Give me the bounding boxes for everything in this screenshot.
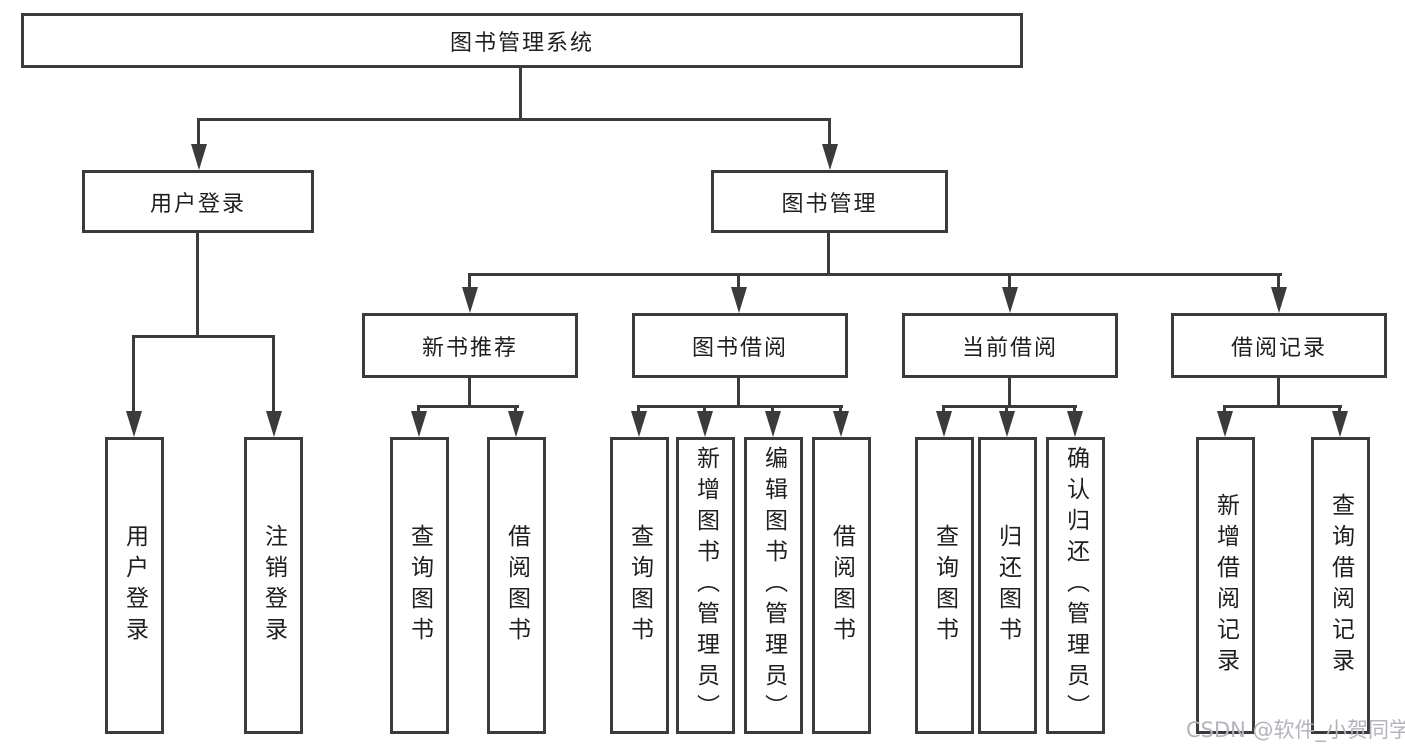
leaf-recommend-query-books: 查询图书: [390, 437, 449, 734]
connector-line: [942, 405, 945, 414]
arrow-down-icon: [411, 411, 427, 437]
node-label: 图书管理: [781, 191, 878, 217]
arrow-down-icon: [126, 411, 142, 437]
node-current-borrowing: 当前借阅: [902, 313, 1118, 378]
connector-line: [196, 233, 199, 337]
connector-line: [1223, 405, 1226, 414]
connector-line: [1277, 378, 1280, 408]
leaf-current-confirm-return-admin: 确认归还（管理员）: [1046, 437, 1105, 734]
leaf-logout-login: 注销登录: [244, 437, 303, 734]
leaf-records-query-borrow-record: 查询借阅记录: [1311, 437, 1370, 734]
connector-line: [637, 405, 640, 414]
connector-line: [1277, 273, 1280, 289]
leaf-label: 注销登录: [260, 523, 287, 648]
connector-line: [132, 335, 275, 338]
arrow-down-icon: [508, 411, 524, 437]
arrow-down-icon: [191, 144, 207, 170]
node-label: 图书管理系统: [449, 30, 594, 56]
arrow-down-icon: [1332, 411, 1348, 437]
leaf-label: 查询图书: [931, 523, 958, 648]
connector-line: [839, 405, 842, 414]
connector-line: [514, 405, 517, 414]
connector-line: [197, 118, 200, 146]
connector-line: [828, 118, 831, 146]
arrow-down-icon: [1217, 411, 1233, 437]
arrow-down-icon: [999, 411, 1015, 437]
arrow-down-icon: [731, 287, 747, 313]
leaf-label: 查询借阅记录: [1327, 492, 1354, 679]
connector-line: [468, 273, 1282, 276]
node-new-book-recommendation: 新书推荐: [362, 313, 578, 378]
connector-line: [519, 68, 522, 120]
leaf-user-login: 用户登录: [105, 437, 164, 734]
connector-line: [468, 378, 471, 408]
leaf-label: 编辑图书（管理员）: [760, 446, 787, 725]
connector-line: [1005, 405, 1008, 414]
leaf-label: 归还图书: [994, 523, 1021, 648]
node-book-borrowing: 图书借阅: [632, 313, 848, 378]
arrow-down-icon: [1271, 287, 1287, 313]
connector-line: [942, 405, 1077, 408]
connector-line: [468, 273, 471, 289]
node-label: 当前借阅: [961, 335, 1058, 361]
node-user-login: 用户登录: [82, 170, 314, 233]
connector-line: [1338, 405, 1341, 414]
connector-line: [1073, 405, 1076, 414]
connector-line: [197, 118, 831, 121]
leaf-label: 查询图书: [626, 523, 653, 648]
node-book-management: 图书管理: [711, 170, 948, 233]
connector-line: [1008, 273, 1011, 289]
connector-line: [1223, 405, 1342, 408]
node-label: 新书推荐: [421, 335, 518, 361]
leaf-label: 借阅图书: [503, 523, 530, 648]
leaf-current-return-books: 归还图书: [978, 437, 1037, 734]
node-label: 图书借阅: [691, 335, 788, 361]
leaf-label: 借阅图书: [828, 523, 855, 648]
arrow-down-icon: [697, 411, 713, 437]
arrow-down-icon: [833, 411, 849, 437]
leaf-records-add-borrow-record: 新增借阅记录: [1196, 437, 1255, 734]
connector-line: [417, 405, 420, 414]
arrow-down-icon: [1002, 287, 1018, 313]
connector-line: [272, 335, 275, 413]
arrow-down-icon: [462, 287, 478, 313]
connector-line: [771, 405, 774, 414]
leaf-label: 用户登录: [121, 523, 148, 648]
arrow-down-icon: [266, 411, 282, 437]
connector-line: [703, 405, 706, 414]
leaf-borrowing-edit-books-admin: 编辑图书（管理员）: [744, 437, 803, 734]
leaf-borrowing-add-books-admin: 新增图书（管理员）: [676, 437, 735, 734]
leaf-recommend-borrow-books: 借阅图书: [487, 437, 546, 734]
node-library-management-system: 图书管理系统: [21, 13, 1023, 68]
arrow-down-icon: [822, 144, 838, 170]
csdn-watermark: CSDN @软件_小贺同学: [1186, 718, 1405, 742]
node-label: 用户登录: [149, 191, 246, 217]
leaf-label: 查询图书: [406, 523, 433, 648]
connector-line: [637, 405, 843, 408]
arrow-down-icon: [936, 411, 952, 437]
connector-line: [737, 273, 740, 289]
connector-line: [132, 335, 135, 413]
leaf-label: 确认归还（管理员）: [1062, 446, 1089, 725]
node-label: 借阅记录: [1230, 335, 1327, 361]
connector-line: [827, 233, 830, 275]
leaf-label: 新增图书（管理员）: [692, 446, 719, 725]
arrow-down-icon: [1067, 411, 1083, 437]
node-borrowing-records: 借阅记录: [1171, 313, 1387, 378]
arrow-down-icon: [765, 411, 781, 437]
leaf-current-query-books: 查询图书: [915, 437, 974, 734]
connector-line: [1008, 378, 1011, 408]
leaf-borrowing-borrow-books: 借阅图书: [812, 437, 871, 734]
connector-line: [737, 378, 740, 408]
connector-line: [417, 405, 519, 408]
arrow-down-icon: [631, 411, 647, 437]
leaf-borrowing-query-books: 查询图书: [610, 437, 669, 734]
leaf-label: 新增借阅记录: [1212, 492, 1239, 679]
